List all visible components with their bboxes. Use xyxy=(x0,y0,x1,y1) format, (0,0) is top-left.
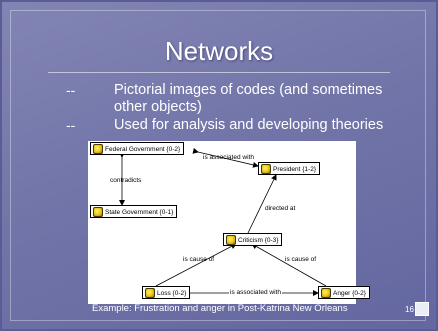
edge-label-loss-anger: is associated with xyxy=(229,289,282,296)
edge-label-anger-criticism: is cause of xyxy=(285,256,317,263)
page-number: 16 xyxy=(405,305,414,314)
bullet-1-line-2: other objects) xyxy=(114,99,202,115)
edge-label-criticism-president: directed at xyxy=(265,205,296,212)
node-label: Anger {0-2} xyxy=(333,290,366,297)
code-node-icon xyxy=(321,288,331,298)
slide-title: Networks xyxy=(164,36,274,66)
node-label: Criticism {0-3} xyxy=(238,237,279,244)
code-node-icon xyxy=(226,235,236,245)
page-marker xyxy=(415,302,429,316)
network-diagram: Federal Government {0-2} President {1-2}… xyxy=(88,141,370,304)
network-edges xyxy=(119,147,327,296)
code-node-icon xyxy=(93,144,103,154)
slide-caption: Example: Frustration and anger in Post-K… xyxy=(92,303,348,314)
edge-label-federal-president: is associated with xyxy=(203,154,254,161)
node-label: Federal Government {0-2} xyxy=(105,146,181,153)
node-loss[interactable]: Loss {0-2} xyxy=(142,286,191,299)
edge-federal-president xyxy=(192,147,259,168)
node-president[interactable]: President {1-2} xyxy=(258,162,321,175)
node-label: Loss {0-2} xyxy=(157,290,187,297)
bullet-dash-1: -- xyxy=(66,82,76,98)
code-node-icon xyxy=(93,207,103,217)
edge-label-loss-criticism: is cause of xyxy=(183,256,215,263)
title-divider xyxy=(48,72,390,73)
slide-frame xyxy=(10,10,426,321)
node-federal-government[interactable]: Federal Government {0-2} xyxy=(90,142,185,155)
code-node-icon xyxy=(261,164,271,174)
node-state-government[interactable]: State Government {0-1} xyxy=(90,205,178,218)
node-anger[interactable]: Anger {0-2} xyxy=(318,286,370,299)
bullet-2-line-1: Used for analysis and developing theorie… xyxy=(114,117,384,133)
node-criticism[interactable]: Criticism {0-3} xyxy=(223,233,283,246)
edge-criticism-president xyxy=(247,174,277,234)
node-label: State Government {0-1} xyxy=(105,209,174,216)
edge-anger-criticism xyxy=(251,243,327,287)
node-label: President {1-2} xyxy=(273,166,317,173)
edge-label-federal-state: contradicts xyxy=(110,177,142,184)
edge-loss-criticism xyxy=(155,243,237,287)
bullet-dash-2: -- xyxy=(66,117,76,133)
bullet-1-line-1: Pictorial images of codes (and sometimes xyxy=(114,82,383,98)
code-node-icon xyxy=(145,288,155,298)
